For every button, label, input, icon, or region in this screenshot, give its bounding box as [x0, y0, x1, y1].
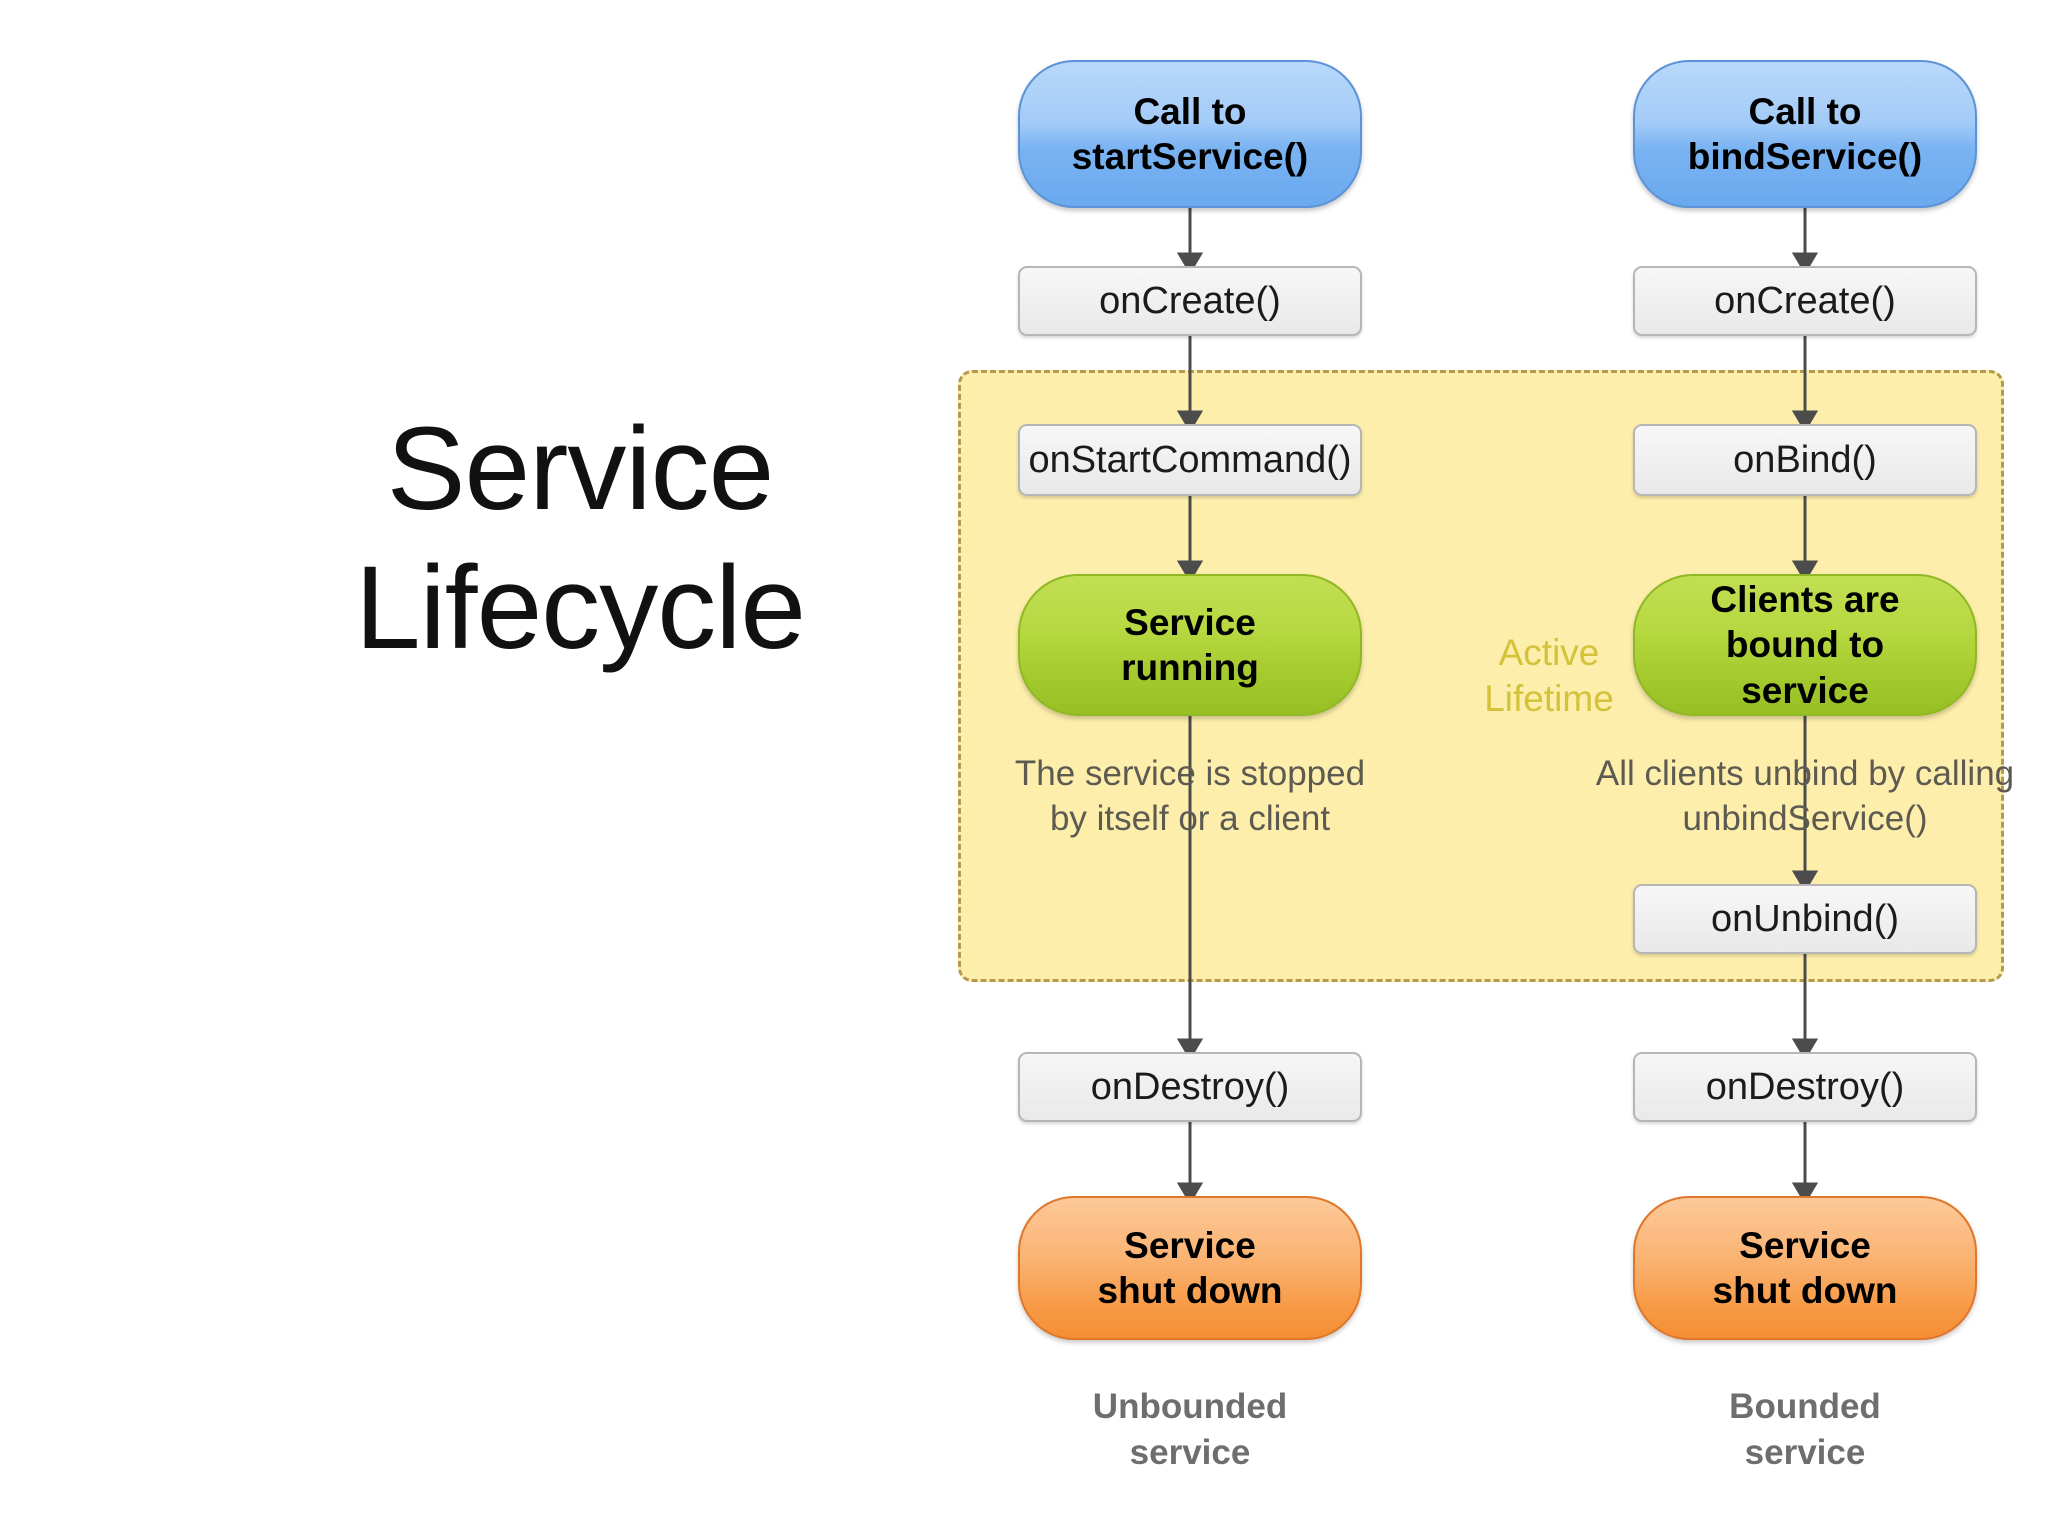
caption-clients-unbind-line2: unbindService()	[1682, 798, 1928, 838]
node-clients-bound-line2: bound to	[1725, 624, 1885, 666]
caption-clients-unbind: All clients unbind by calling unbindServ…	[1573, 752, 2037, 842]
node-service-shut-down-bounded-line1: Service	[1739, 1224, 1871, 1266]
node-on-create-bounded[interactable]: onCreate()	[1633, 266, 1977, 336]
node-clients-bound-line1: Clients are	[1710, 579, 1900, 621]
node-on-start-command[interactable]: onStartCommand()	[1018, 424, 1362, 496]
column-label-bounded-line1: Bounded	[1729, 1387, 1881, 1426]
node-on-bind-label: onBind()	[1733, 438, 1877, 481]
node-on-bind[interactable]: onBind()	[1633, 424, 1977, 496]
node-clients-bound-line3: service	[1741, 669, 1869, 711]
active-lifetime-label: Active Lifetime	[1434, 630, 1664, 723]
node-service-shut-down-bounded-line2: shut down	[1712, 1270, 1898, 1311]
node-on-destroy-unbounded-label: onDestroy()	[1090, 1065, 1290, 1108]
caption-service-stopped-line2: by itself or a client	[1049, 798, 1331, 838]
column-label-unbounded-line1: Unbounded	[1092, 1387, 1288, 1426]
node-on-start-command-label: onStartCommand()	[1028, 438, 1352, 481]
node-on-destroy-bounded-label: onDestroy()	[1705, 1065, 1905, 1108]
node-service-running-line1: Service	[1124, 601, 1256, 643]
node-call-to-bind-service[interactable]: Call to bindService()	[1633, 60, 1977, 208]
node-call-to-start-service-line2: startService()	[1071, 136, 1309, 177]
node-call-to-bind-service-line1: Call to	[1748, 90, 1862, 132]
node-service-shut-down-unbounded-line2: shut down	[1097, 1270, 1283, 1311]
page-title: Service Lifecycle	[180, 400, 980, 678]
node-on-destroy-unbounded[interactable]: onDestroy()	[1018, 1052, 1362, 1122]
node-on-create-bounded-label: onCreate()	[1714, 279, 1896, 322]
column-label-unbounded: Unbounded service	[1018, 1384, 1362, 1475]
caption-clients-unbind-line1: All clients unbind by calling	[1595, 754, 2015, 793]
node-on-destroy-bounded[interactable]: onDestroy()	[1633, 1052, 1977, 1122]
node-on-unbind-label: onUnbind()	[1711, 897, 1899, 940]
node-service-running-line2: running	[1121, 647, 1259, 688]
node-call-to-start-service-line1: Call to	[1133, 90, 1247, 132]
column-label-bounded: Bounded service	[1633, 1384, 1977, 1475]
page-title-line2: Lifecycle	[354, 542, 806, 675]
node-service-shut-down-unbounded-line1: Service	[1124, 1224, 1256, 1266]
node-service-shut-down-unbounded[interactable]: Service shut down	[1018, 1196, 1362, 1340]
node-call-to-start-service[interactable]: Call to startService()	[1018, 60, 1362, 208]
active-lifetime-label-line2: Lifetime	[1484, 678, 1614, 720]
node-call-to-bind-service-line2: bindService()	[1687, 136, 1923, 177]
node-on-unbind[interactable]: onUnbind()	[1633, 884, 1977, 954]
node-service-shut-down-bounded[interactable]: Service shut down	[1633, 1196, 1977, 1340]
node-service-running[interactable]: Service running	[1018, 574, 1362, 716]
caption-service-stopped: The service is stopped by itself or a cl…	[978, 752, 1402, 842]
active-lifetime-label-line1: Active	[1498, 632, 1600, 673]
node-on-create-unbounded-label: onCreate()	[1099, 279, 1281, 322]
node-clients-bound-to-service[interactable]: Clients are bound to service	[1633, 574, 1977, 716]
page-title-line1: Service	[386, 403, 774, 535]
column-label-bounded-line2: service	[1744, 1432, 1866, 1472]
caption-service-stopped-line1: The service is stopped	[1014, 754, 1366, 793]
column-label-unbounded-line2: service	[1129, 1432, 1251, 1472]
node-on-create-unbounded[interactable]: onCreate()	[1018, 266, 1362, 336]
